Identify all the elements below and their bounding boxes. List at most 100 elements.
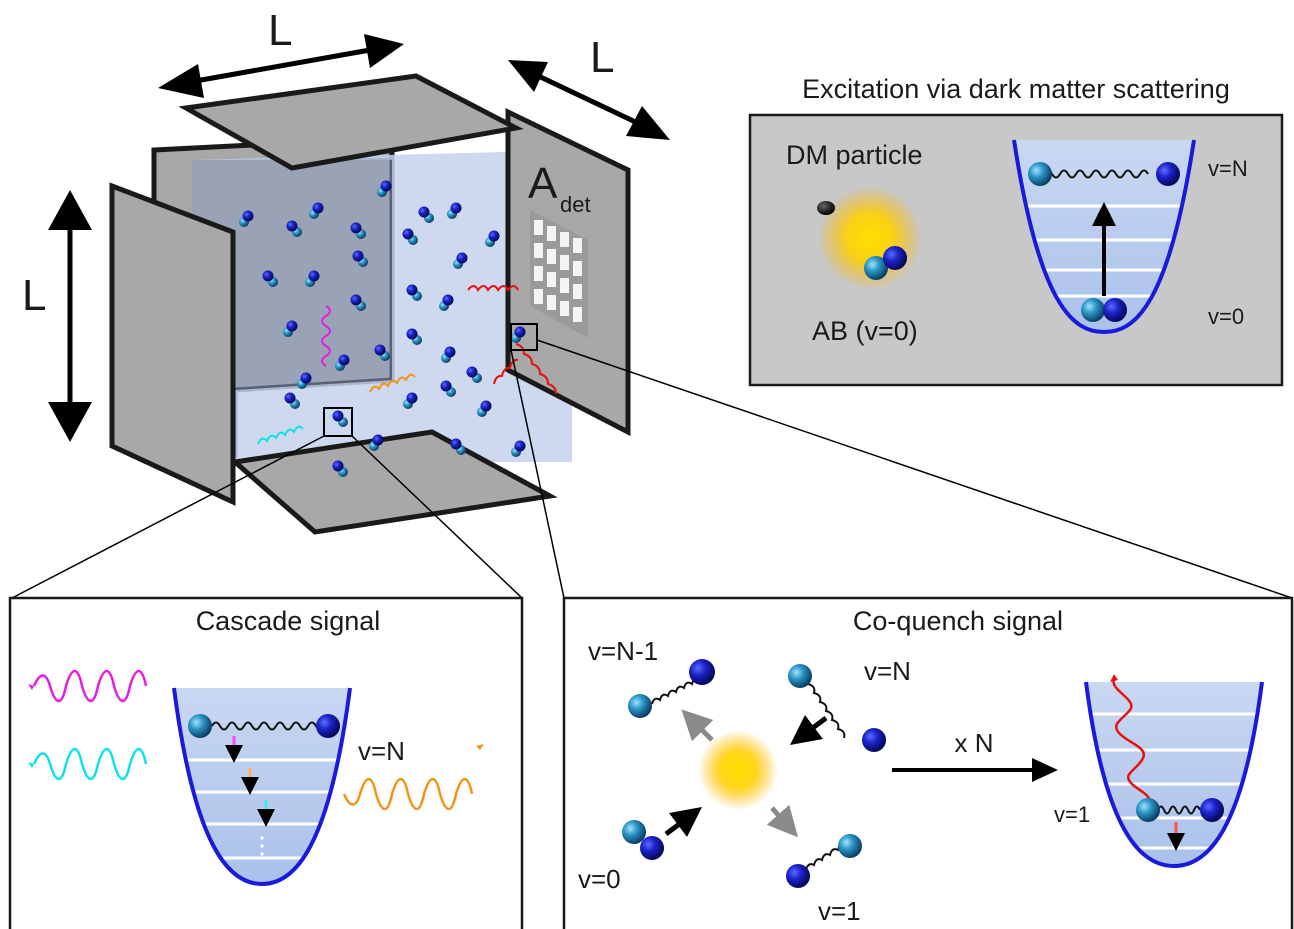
photon-orange bbox=[342, 777, 474, 811]
molecule-atom bbox=[352, 250, 364, 262]
molecule-atom bbox=[514, 326, 526, 338]
arrow-in-lower bbox=[664, 807, 702, 837]
detector-volume bbox=[192, 152, 572, 462]
molecule-atom bbox=[338, 354, 350, 366]
cascade-panel: Cascade signal v=N bbox=[8, 596, 524, 929]
molecule-atom bbox=[406, 328, 418, 340]
molecule-atom bbox=[242, 210, 254, 222]
molecule-v0-atom-b bbox=[640, 836, 664, 860]
molecule-atom bbox=[374, 344, 386, 356]
detector-molecules bbox=[239, 180, 526, 477]
molecule-atom bbox=[514, 440, 526, 452]
molecule-atom bbox=[480, 400, 492, 412]
molecule-v1-atom-b bbox=[838, 834, 862, 858]
zoom-box-cascade bbox=[323, 407, 353, 437]
dim-label-right: L bbox=[590, 33, 614, 82]
photon-red-box-1 bbox=[467, 285, 519, 292]
coquench-title: Co-quench signal bbox=[853, 606, 1063, 636]
molecule-atom bbox=[450, 438, 462, 450]
cascade-atom-left bbox=[188, 714, 212, 738]
photon-cyan bbox=[32, 747, 148, 781]
molecule-v0-atom-a bbox=[622, 820, 646, 844]
molecule-atom bbox=[406, 284, 418, 296]
arrow-out-lower bbox=[766, 804, 798, 838]
molecule-atom bbox=[406, 392, 418, 404]
atom-a bbox=[864, 256, 888, 280]
label-v1: v=1 bbox=[818, 896, 861, 926]
molecule-vn-atom-b bbox=[862, 728, 886, 752]
bottom-plate bbox=[229, 429, 558, 535]
molecule-atom bbox=[286, 320, 298, 332]
molecule-atom bbox=[300, 372, 312, 384]
arrow-in-upper bbox=[790, 715, 828, 745]
photon-magenta bbox=[32, 669, 148, 703]
cascade-title: Cascade signal bbox=[196, 606, 381, 636]
multiplier-label: x N bbox=[955, 728, 994, 758]
left-plate bbox=[109, 182, 236, 506]
molecule-atom bbox=[350, 294, 362, 306]
dim-label-left: L bbox=[22, 271, 46, 320]
molecule-atom bbox=[372, 434, 384, 446]
molecule-atom bbox=[286, 220, 298, 232]
photon-red bbox=[1112, 679, 1152, 807]
molecule-atom bbox=[440, 380, 452, 392]
molecule-v1-atom-a bbox=[786, 864, 810, 888]
well-atom-right bbox=[1156, 162, 1180, 186]
coquench-panel: Co-quench signal v=N-1 v=N v=0 v=1 x N bbox=[562, 596, 1294, 929]
detector-volume-back bbox=[192, 158, 392, 455]
coquench-level-label: v=1 bbox=[1054, 802, 1090, 827]
molecule-atom bbox=[442, 294, 454, 306]
label-vn: v=N bbox=[864, 656, 911, 686]
excitation-title: Excitation via dark matter scattering bbox=[802, 74, 1230, 104]
molecule-atom bbox=[488, 230, 500, 242]
molecule-atom bbox=[284, 392, 296, 404]
molecule-atom bbox=[402, 228, 414, 240]
photon-cyan-box bbox=[257, 425, 304, 445]
label-v0: v=0 bbox=[578, 864, 621, 894]
well-atom-ground-a bbox=[1081, 298, 1105, 322]
coquench-glow bbox=[698, 730, 778, 810]
zoom-lines bbox=[11, 339, 1293, 599]
well-atom-ground-b bbox=[1103, 298, 1127, 322]
molecule-atom bbox=[450, 202, 462, 214]
label-vn-minus-1: v=N-1 bbox=[588, 636, 658, 666]
ab-label: AB (v=0) bbox=[812, 316, 918, 346]
molecule-atom bbox=[418, 206, 430, 218]
molecule-atom bbox=[262, 270, 274, 282]
area-label: A bbox=[528, 159, 558, 208]
pixel-grid bbox=[530, 210, 588, 338]
molecule-atom bbox=[456, 252, 468, 264]
atom-b bbox=[883, 246, 907, 270]
detector-box: A det bbox=[109, 73, 631, 535]
area-subscript: det bbox=[560, 192, 591, 217]
molecule-atom bbox=[350, 222, 362, 234]
dm-particle bbox=[817, 201, 835, 215]
photon-magenta-box bbox=[321, 305, 331, 367]
dimension-arrows: L L L bbox=[22, 6, 670, 442]
photon-orange-box bbox=[369, 373, 416, 393]
molecule-atom bbox=[332, 460, 344, 472]
arrow-out-upper bbox=[681, 709, 714, 742]
level-vn-label: v=N bbox=[1208, 156, 1248, 181]
cascade-atom-right bbox=[316, 714, 340, 738]
coquench-well-atom-left bbox=[1136, 798, 1160, 822]
level-v0-label: v=0 bbox=[1208, 304, 1244, 329]
zoom-box-coquench bbox=[510, 323, 538, 351]
dm-particle-label: DM particle bbox=[786, 140, 923, 170]
top-plate bbox=[178, 73, 524, 171]
molecule-atom bbox=[444, 346, 456, 358]
molecule-atom bbox=[380, 180, 392, 192]
photon-red-box-2 bbox=[515, 343, 557, 395]
molecule-vn1-atom-a bbox=[628, 694, 652, 718]
molecule-vn-atom-a bbox=[788, 664, 812, 688]
molecule-atom bbox=[466, 366, 478, 378]
molecule-atom bbox=[312, 202, 324, 214]
molecule-vn1-atom-b bbox=[689, 659, 715, 685]
coquench-well-atom-right bbox=[1200, 798, 1224, 822]
molecule-atom bbox=[332, 410, 344, 422]
molecule-atom bbox=[308, 270, 320, 282]
dim-label-top: L bbox=[268, 6, 292, 55]
cascade-level-label: v=N bbox=[358, 736, 405, 766]
excitation-panel: Excitation via dark matter scattering DM… bbox=[748, 74, 1284, 387]
